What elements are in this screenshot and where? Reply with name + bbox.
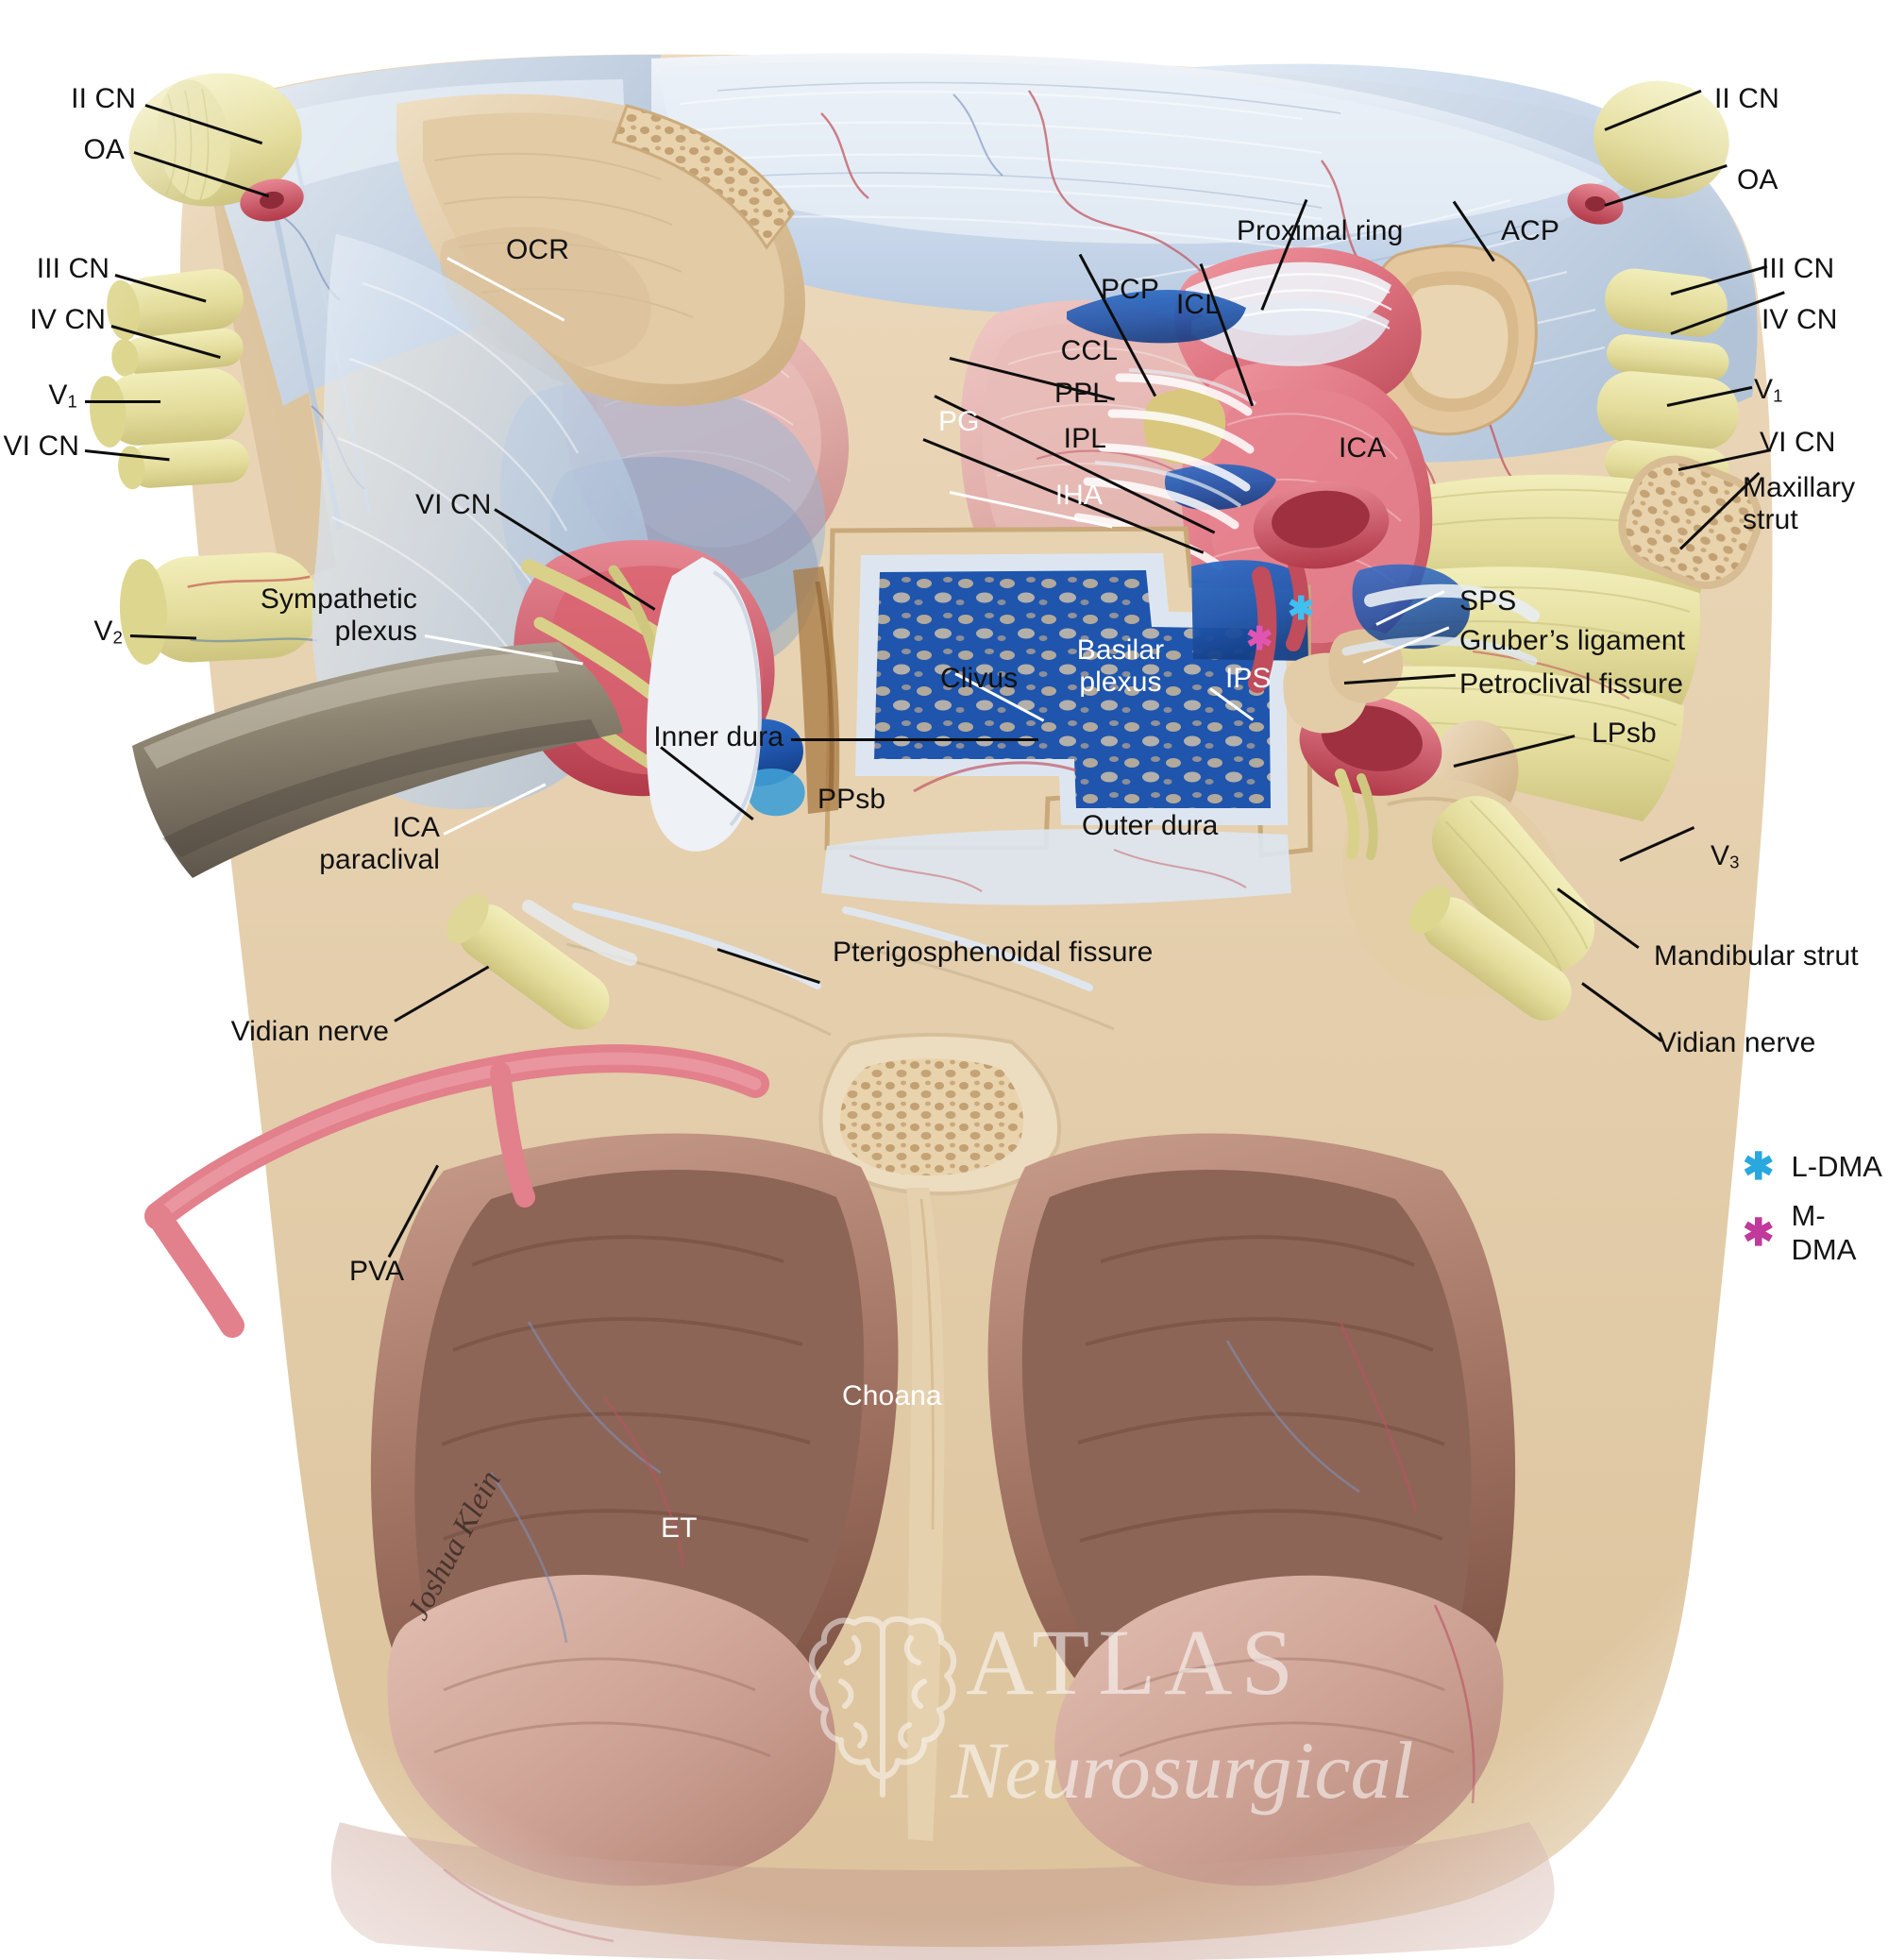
label-outer-dura: Outer dura: [1082, 810, 1219, 841]
label-v3-right: V3: [1711, 840, 1740, 872]
label-ccl: CCL: [1060, 335, 1118, 366]
label-iii-cn-left: III CN: [36, 253, 110, 284]
legend-item-l-dma: ✱ L-DMA: [1743, 1148, 1888, 1186]
label-sps: SPS: [1459, 585, 1517, 617]
label-ips: IPS: [1225, 663, 1272, 694]
l-dma-asterisk-icon: ✱: [1743, 1146, 1775, 1188]
legend-item-m-dma: ✱ M-DMA: [1743, 1199, 1888, 1267]
label-ppl: PPL: [1054, 378, 1108, 409]
label-ii-cn-left: II CN: [71, 83, 136, 114]
label-v2-left: V2: [93, 616, 123, 648]
label-grubers-ligament: Gruber’s ligament: [1459, 625, 1686, 656]
l-dma-asterisk-marker: ✱: [1288, 591, 1315, 627]
label-clivus: Clivus: [940, 663, 1019, 694]
label-pg: PG: [938, 406, 980, 437]
label-iv-cn-left: IV CN: [29, 304, 106, 335]
label-pcp: PCP: [1101, 274, 1159, 305]
label-ica-paraclival: ICA paraclival: [319, 812, 440, 875]
label-vidian-nerve-right: Vidian nerve: [1658, 1027, 1816, 1058]
label-proximal-ring: Proximal ring: [1237, 215, 1404, 246]
label-choana: Choana: [842, 1380, 942, 1411]
label-vidian-nerve-left: Vidian nerve: [230, 1016, 389, 1047]
label-mandibular-strut: Mandibular strut: [1654, 940, 1859, 972]
label-iii-cn-right: III CN: [1762, 253, 1835, 284]
label-inner-dura: Inner dura: [653, 721, 784, 752]
label-petroclival-fissure: Petroclival fissure: [1459, 668, 1683, 700]
label-ocr: OCR: [506, 234, 569, 265]
label-vi-cn-mid: VI CN: [415, 489, 492, 520]
legend-label-l-dma: L-DMA: [1791, 1150, 1882, 1183]
leader-inner-dura: [791, 738, 1038, 741]
label-v1-right: V1: [1754, 374, 1783, 406]
label-maxillary-strut: Maxillary strut: [1743, 472, 1856, 535]
label-ppsb: PPsb: [818, 784, 886, 815]
label-iv-cn-right: IV CN: [1762, 304, 1838, 335]
label-sympathetic-plexus: Sympathetic plexus: [260, 583, 417, 647]
label-ipl: IPL: [1063, 423, 1106, 454]
label-vi-cn-left: VI CN: [3, 431, 79, 462]
label-basilar-plexus: Basilar plexus: [1076, 634, 1165, 698]
label-v1-left: V1: [48, 380, 77, 412]
label-ica: ICA: [1339, 432, 1387, 464]
label-ii-cn-right: II CN: [1714, 83, 1779, 114]
label-iha: IHA: [1054, 480, 1103, 511]
m-dma-asterisk-icon: ✱: [1743, 1212, 1775, 1254]
legend-label-m-dma: M-DMA: [1791, 1199, 1857, 1266]
label-icl: ICL: [1176, 289, 1221, 320]
label-acp: ACP: [1501, 215, 1559, 246]
legend: ✱ L-DMA ✱ M-DMA: [1743, 1148, 1888, 1280]
label-vi-cn-right: VI CN: [1760, 427, 1836, 458]
m-dma-asterisk-marker: ✱: [1246, 621, 1273, 657]
label-pterigosphenoidal-fissure: Pterigosphenoidal fissure: [833, 937, 1154, 968]
label-et: ET: [661, 1512, 698, 1544]
label-oa-right: OA: [1737, 164, 1778, 195]
leader-v1-left: [85, 400, 160, 403]
label-lpsb: LPsb: [1592, 718, 1657, 749]
label-pva: PVA: [349, 1256, 405, 1287]
label-oa-left: OA: [83, 134, 125, 165]
